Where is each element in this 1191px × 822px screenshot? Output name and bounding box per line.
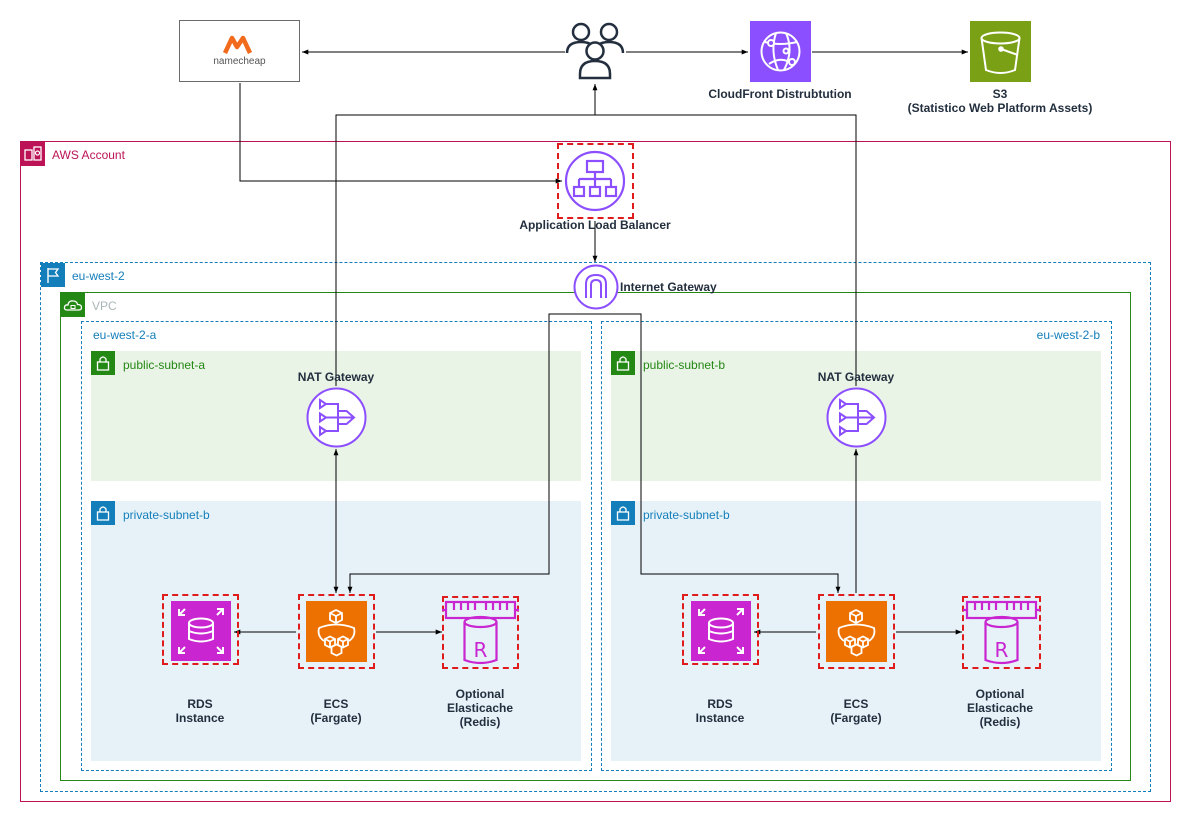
- rds-a-highlight: [162, 594, 239, 665]
- region-label: eu-west-2: [72, 269, 125, 283]
- rds-b-highlight: [682, 594, 759, 665]
- private-subnet-b-lock-icon: [611, 501, 635, 525]
- igw-label: Internet Gateway: [620, 280, 717, 294]
- cache-a-highlight: [442, 596, 519, 669]
- public-subnet-b-lock-icon: [611, 351, 635, 375]
- ecs-a-label-2: (Fargate): [310, 711, 362, 725]
- cloudfront-label: CloudFront Distrubtution: [708, 87, 852, 101]
- ecs-b-label-1: ECS: [843, 697, 869, 711]
- nat-a-label: NAT Gateway: [297, 370, 375, 384]
- rds-b-label-1: RDS: [707, 697, 733, 711]
- cache-b-label-1: Optional: [975, 687, 1025, 701]
- region-flag-icon: [41, 263, 65, 287]
- namecheap-wordmark: namecheap: [213, 56, 266, 67]
- svg-text:R: R: [995, 638, 1009, 662]
- s3-title: S3: [992, 87, 1008, 101]
- rds-b-label-2: Instance: [695, 711, 745, 725]
- az-a-label: eu-west-2-a: [93, 328, 157, 342]
- alb-label: Application Load Balancer: [519, 218, 671, 232]
- aws-account-icon: [21, 142, 45, 166]
- ecs-b-label-2: (Fargate): [830, 711, 882, 725]
- users-icon: [564, 20, 626, 82]
- private-subnet-b-label: private-subnet-b: [643, 508, 730, 522]
- rds-a-label-1: RDS: [187, 697, 213, 711]
- cache-b-label-2: Elasticache: [966, 701, 1034, 715]
- ecs-a-highlight: [298, 594, 375, 669]
- cache-a-label-3: (Redis): [459, 715, 501, 729]
- namecheap-node: namecheap: [179, 20, 300, 82]
- internet-gateway-icon: [573, 264, 619, 310]
- private-subnet-a-lock-icon: [91, 501, 115, 525]
- ecs-a-label-1: ECS: [323, 697, 349, 711]
- cache-a-label-2: Elasticache: [446, 701, 514, 715]
- elasticache-a-icon: R: [442, 596, 519, 669]
- az-b-label: eu-west-2-b: [1036, 328, 1100, 342]
- ecs-b-highlight: [818, 594, 895, 669]
- ecs-a-icon: [306, 601, 367, 662]
- public-subnet-a-lock-icon: [91, 351, 115, 375]
- s3-bucket-icon: [970, 21, 1031, 82]
- cloudfront-icon: [750, 21, 811, 82]
- aws-account-label: AWS Account: [52, 148, 125, 162]
- nat-b-label: NAT Gateway: [817, 370, 895, 384]
- public-subnet-b-label: public-subnet-b: [643, 358, 726, 372]
- rds-a-icon: [171, 601, 231, 661]
- nat-gateway-a-icon: [306, 387, 367, 448]
- s3-subtitle: (Statistico Web Platform Assets): [907, 101, 1093, 115]
- elasticache-b-icon: R: [963, 596, 1040, 669]
- load-balancer-icon: [564, 150, 626, 212]
- public-subnet-a-label: public-subnet-a: [123, 358, 206, 372]
- private-subnet-a-label: private-subnet-b: [123, 508, 210, 522]
- cache-a-label-1: Optional: [455, 687, 505, 701]
- rds-a-label-2: Instance: [175, 711, 225, 725]
- cache-b-highlight: [962, 596, 1041, 669]
- vpc-label: VPC: [92, 299, 117, 313]
- svg-text:R: R: [474, 638, 488, 662]
- rds-b-icon: [691, 601, 751, 661]
- namecheap-logo-icon: [223, 35, 257, 55]
- ecs-b-icon: [826, 601, 887, 662]
- cache-b-label-3: (Redis): [979, 715, 1021, 729]
- vpc-cloud-icon: [61, 293, 85, 317]
- nat-gateway-b-icon: [826, 387, 887, 448]
